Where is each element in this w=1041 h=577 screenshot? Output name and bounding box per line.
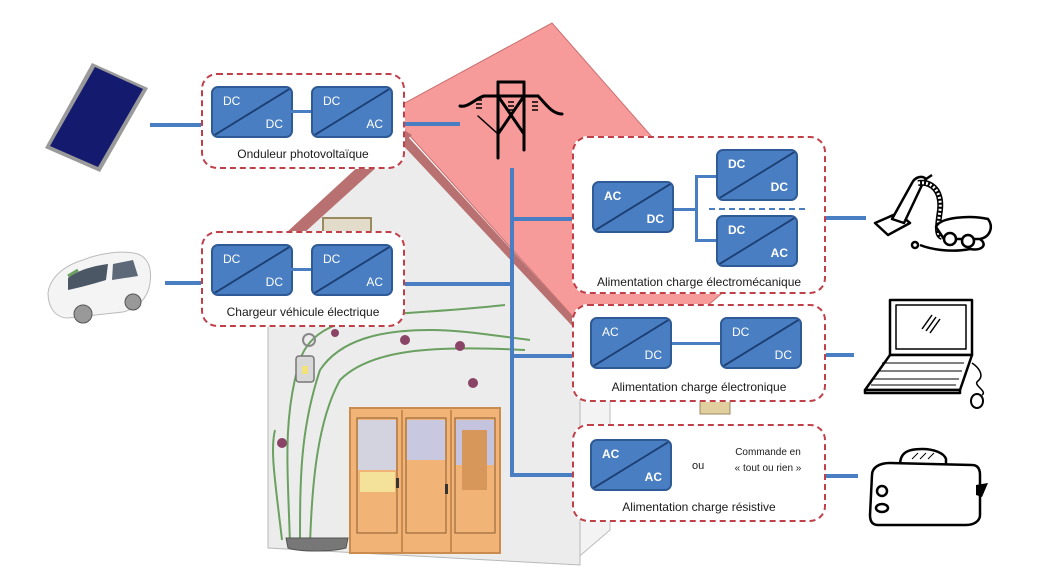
converter-dc-ac: DC AC [311,244,393,296]
converter-diagonal [313,88,391,136]
converter-output-label: DC [774,348,792,362]
group-label: Alimentation charge résistive [622,500,776,514]
bus-solar-to-pv [150,123,203,127]
group-resistive-load: AC AC ou Commande en « tout ou rien » Al… [572,424,826,522]
group-label: Alimentation charge électronique [611,380,787,394]
bus-charger-to-main [403,282,514,286]
french-doors [349,407,501,554]
inner-link-top [695,175,717,178]
bus-main-to-electromech [512,217,572,221]
converter-output-label: AC [770,246,788,260]
converter-output-label: DC [265,117,283,131]
vine-flowers [277,329,478,448]
converter-output-label: DC [770,180,788,194]
alternative-divider [709,208,805,210]
converter-input-label: DC [223,94,241,108]
converter-diagonal [592,441,670,489]
converter-input-label: DC [728,157,746,171]
group-label: Onduleur photovoltaïque [237,147,369,161]
roof-edge-right [400,128,590,345]
vine [271,304,531,546]
converter-ac-dc: AC DC [592,181,674,233]
converter-dc-ac: DC AC [311,86,393,138]
bus-main-to-resistive [510,473,572,477]
converter-dc-dc: DC DC [211,244,293,296]
converter-input-label: DC [323,94,341,108]
electric-car-icon [47,251,151,324]
group-ev-charger: DC DC DC AC Chargeur véhicule électrique [201,231,405,327]
alternative-line-2: « tout ou rien » [734,463,802,474]
alternative-word: ou [692,460,705,472]
inner-link-bottom [695,239,717,242]
converter-dc-ac: DC AC [716,215,798,267]
converter-input-label: DC [732,325,750,339]
group-electronic-load: AC DC DC DC Alimentation charge électron… [572,304,826,402]
converter-output-label: AC [366,117,383,131]
toaster-icon [868,447,988,527]
converter-input-label: DC [223,252,241,266]
converter-dc-dc: DC DC [716,149,798,201]
converter-output-label: DC [646,212,664,226]
bus-car-to-charger [165,281,203,285]
converter-diagonal [313,246,391,294]
converter-dc-dc: DC DC [720,317,802,369]
bus-main-vertical [510,168,514,477]
vacuum-cleaner-icon [873,173,992,252]
solar-panel-icon [45,63,148,172]
converter-diagonal [718,151,796,199]
power-pylon-icon [458,80,564,160]
group-label: Alimentation charge électromécanique [596,275,802,289]
bus-main-to-electronic [512,354,572,358]
bus-electromech-to-vacuum [824,216,866,220]
converter-dc-dc: DC DC [211,86,293,138]
laptop-icon [863,298,985,409]
converter-input-label: AC [604,189,622,203]
converter-output-label: DC [644,348,662,362]
converter-input-label: AC [602,325,619,339]
converter-input-label: DC [728,223,746,237]
inner-link [672,342,720,345]
wall-lantern [295,333,316,383]
converter-ac-ac: AC AC [590,439,672,491]
converter-input-label: DC [323,252,341,266]
converter-diagonal [594,183,672,231]
bus-resistive-to-toaster [824,474,858,478]
group-pv-inverter: DC DC DC AC Onduleur photovoltaïque [201,73,405,169]
alternative-line-1: Commande en [735,447,801,458]
inner-link [291,110,311,113]
converter-diagonal [722,319,800,367]
inner-link-branch [695,175,698,242]
bus-pv-to-grid [403,122,460,126]
bus-electronic-to-laptop [824,353,854,357]
inner-link [291,268,311,271]
converter-ac-dc: AC DC [590,317,672,369]
converter-output-label: DC [265,275,283,289]
converter-diagonal [213,88,291,136]
converter-diagonal [592,319,670,367]
converter-output-label: AC [366,275,383,289]
inner-link [674,208,698,211]
converter-diagonal [718,217,796,265]
converter-diagonal [213,246,291,294]
group-label: Chargeur véhicule électrique [226,305,380,319]
group-electromechanical-load: AC DC DC DC DC AC Alimentation charge él… [572,136,826,294]
converter-output-label: AC [644,470,662,484]
converter-input-label: AC [602,447,620,461]
planter [285,537,349,552]
side-window [699,399,731,415]
